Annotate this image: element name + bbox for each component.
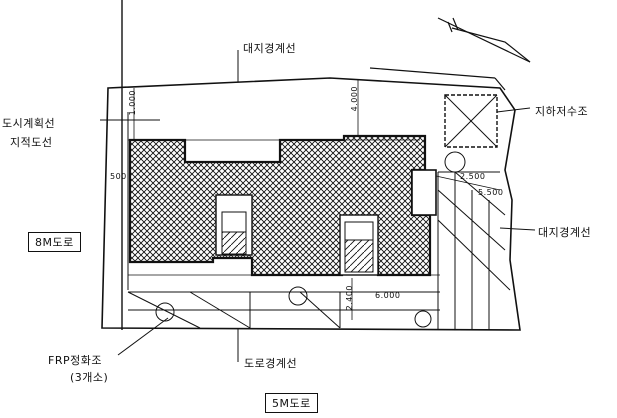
- dim-left: 500: [110, 172, 127, 181]
- label-site-boundary-right: 대지경계선: [538, 226, 592, 239]
- dim-bottom-vertical: 2.400: [345, 285, 354, 311]
- label-cadastral-line: 지적도선: [10, 136, 53, 149]
- label-frp-tank-count: (3개소): [70, 371, 109, 384]
- building-footprint: [128, 134, 432, 277]
- label-underground-water-tank: 지하저수조: [535, 105, 589, 118]
- frp-tank-circle-3: [414, 310, 432, 328]
- label-site-boundary-top: 대지경계선: [243, 42, 297, 55]
- dim-right-1: 2.500: [460, 172, 486, 181]
- frp-tank-circle-2: [288, 286, 308, 306]
- north-arrow-icon: [437, 17, 531, 63]
- label-frp-tank: FRP정화조: [48, 354, 102, 367]
- site-boundary: [101, 77, 521, 331]
- parking-stripes-right: [437, 171, 511, 330]
- dim-top-left: 1.000: [128, 90, 137, 116]
- dim-right-2: 5.500: [478, 188, 504, 197]
- label-road-8m: 8M도로: [28, 232, 81, 252]
- label-urban-plan-line: 도시계획선: [2, 117, 56, 130]
- dim-bottom-horizontal: 6.000: [375, 291, 401, 300]
- frp-tank-circle-1: [155, 302, 175, 322]
- dim-top-mid: 4.000: [350, 86, 359, 112]
- underground-water-tank: [444, 94, 498, 148]
- label-road-boundary: 도로경계선: [244, 357, 298, 370]
- label-road-5m: 5M도로: [265, 393, 318, 413]
